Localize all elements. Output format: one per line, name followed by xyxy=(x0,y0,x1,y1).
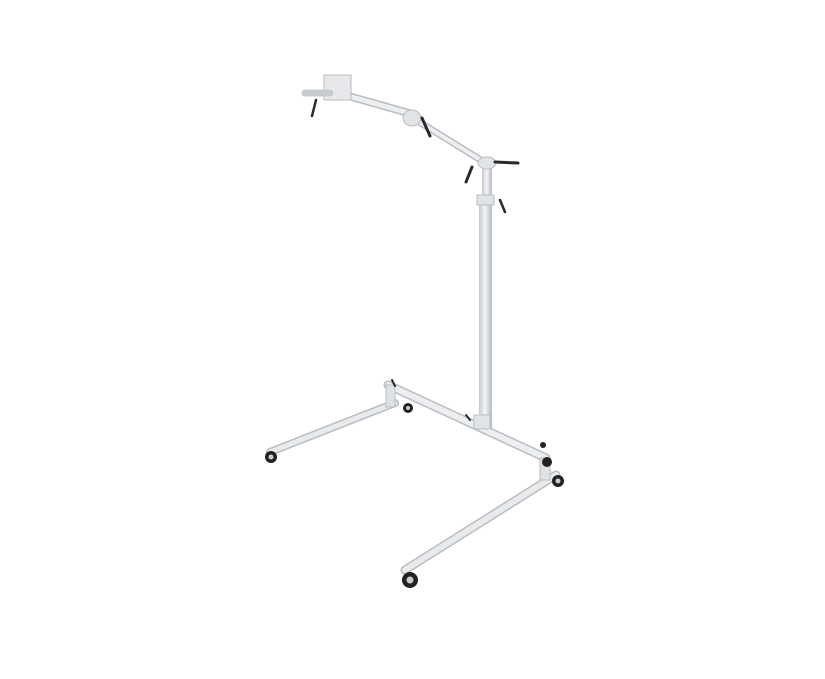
wheel xyxy=(540,442,546,448)
arm xyxy=(301,74,497,170)
wheel xyxy=(542,457,552,467)
handles xyxy=(310,98,520,421)
vertical-pole xyxy=(473,165,495,430)
stand-base xyxy=(266,380,561,575)
wheels xyxy=(265,403,564,588)
